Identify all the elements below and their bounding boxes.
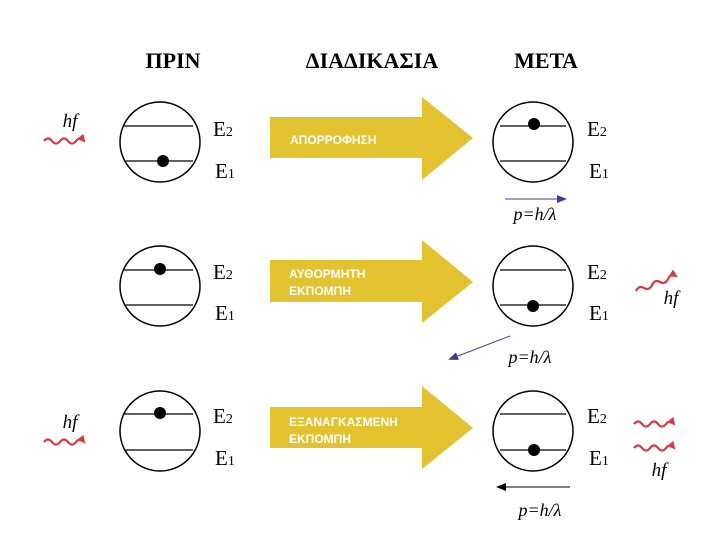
atom-before-1 bbox=[119, 101, 201, 183]
process-label-line-2: ΕΚΠΟΜΠΗ bbox=[289, 284, 351, 298]
atom-after-3 bbox=[492, 390, 574, 472]
level-label-e2: E2 bbox=[587, 260, 607, 284]
level-label-e1: E1 bbox=[215, 301, 235, 325]
electron bbox=[154, 263, 166, 275]
row-stimulated-emission: hf E2 E1 ΕΞΑΝΑΓΚΑΣΜΕΝΗ ΕΚΠΟΜΠΗ E2 E1 hf bbox=[43, 386, 676, 520]
header-process: ΔΙΑΔΙΚΑΣΙΑ bbox=[306, 48, 439, 73]
row-absorption: hf E2 E1 ΑΠΟΡΡΟΦΗΣΗ E2 E1 p=h/λ bbox=[43, 97, 609, 224]
photon-label-hf: hf bbox=[652, 460, 670, 481]
header-before: ΠΡΙΝ bbox=[146, 48, 201, 73]
process-arrow-1: ΑΠΟΡΡΟΦΗΣΗ bbox=[270, 97, 473, 180]
level-label-e1: E1 bbox=[215, 446, 235, 470]
emitted-photon-2: hf bbox=[635, 269, 682, 309]
photon-label-hf: hf bbox=[63, 412, 81, 433]
atom-after-2 bbox=[492, 245, 574, 327]
electron bbox=[154, 407, 166, 419]
atom-after-1 bbox=[492, 101, 574, 183]
momentum-label: p=h/λ bbox=[507, 347, 552, 367]
level-label-e1: E1 bbox=[215, 159, 235, 183]
header-after: ΜΕΤΑ bbox=[514, 48, 578, 73]
photon-label-hf: hf bbox=[664, 288, 682, 309]
electron bbox=[527, 300, 539, 312]
process-arrow-2: ΑΥΘΟΡΜΗΤΗ ΕΚΠΟΜΠΗ bbox=[270, 240, 473, 323]
incoming-photon-3: hf bbox=[43, 412, 86, 446]
process-label: ΑΠΟΡΡΟΦΗΣΗ bbox=[290, 133, 376, 147]
row-spontaneous-emission: E2 E1 ΑΥΘΟΡΜΗΤΗ ΕΚΠΟΜΠΗ E2 E1 hf p=h/λ bbox=[119, 240, 682, 367]
atom-before-3 bbox=[119, 390, 201, 472]
electron bbox=[157, 155, 169, 167]
incoming-photon-1: hf bbox=[43, 111, 86, 145]
electron bbox=[528, 444, 540, 456]
level-label-e2: E2 bbox=[213, 404, 233, 428]
momentum-label: p=h/λ bbox=[517, 500, 562, 520]
level-label-e2: E2 bbox=[587, 117, 607, 141]
level-label-e2: E2 bbox=[587, 404, 607, 428]
process-label-line-1: ΑΥΘΟΡΜΗΤΗ bbox=[289, 267, 365, 281]
momentum-arrow bbox=[448, 335, 511, 360]
process-label-line-2: ΕΚΠΟΜΠΗ bbox=[289, 432, 351, 446]
photon-label-hf: hf bbox=[63, 111, 81, 132]
electron bbox=[528, 118, 540, 130]
atom-before-2 bbox=[119, 245, 201, 327]
level-label-e2: E2 bbox=[213, 260, 233, 284]
level-label-e2: E2 bbox=[213, 117, 233, 141]
level-label-e1: E1 bbox=[589, 301, 609, 325]
process-arrow-3: ΕΞΑΝΑΓΚΑΣΜΕΝΗ ΕΚΠΟΜΠΗ bbox=[270, 386, 473, 469]
level-label-e1: E1 bbox=[589, 446, 609, 470]
process-label-line-1: ΕΞΑΝΑΓΚΑΣΜΕΝΗ bbox=[289, 415, 398, 429]
momentum-label: p=h/λ bbox=[512, 204, 557, 224]
emitted-photons-3: hf bbox=[633, 416, 676, 481]
level-label-e1: E1 bbox=[589, 159, 609, 183]
